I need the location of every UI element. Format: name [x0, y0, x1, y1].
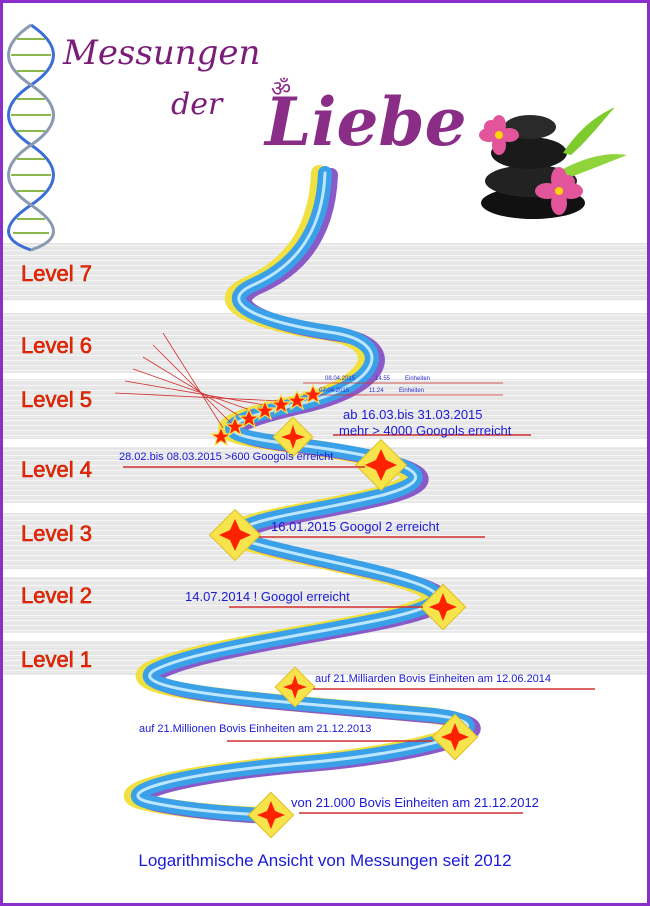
milestone-marker-icon: [354, 438, 408, 492]
om-symbol-icon: ॐ: [271, 77, 292, 102]
note-date-1: 08.04.2015: [325, 376, 356, 382]
star-icon: [301, 383, 325, 405]
note-value-1: 14.55: [375, 376, 391, 382]
level-label-2: Level 2: [21, 583, 93, 609]
band-level-7: [3, 243, 647, 301]
milestone-text-2014-06: auf 21.Milliarden Bovis Einheiten am 12.…: [315, 673, 552, 685]
orchid-flower-icon: [535, 167, 583, 215]
annotation-underlines: [123, 434, 595, 814]
level-label-4: Level 4: [21, 457, 93, 483]
milestone-text-googol-2: 16.01.2015 Googol 2 erreicht: [271, 519, 440, 534]
band-level-1: [3, 641, 647, 675]
title-main: Liebe: [265, 83, 467, 161]
milestone-text-2013: auf 21.Millionen Bovis Einheiten am 21.1…: [139, 723, 372, 735]
star-markers: [209, 383, 325, 447]
milestone-text-googol: 14.07.2014 ! Googol erreicht: [185, 589, 350, 604]
star-icon: [223, 415, 247, 437]
milestone-marker-icon: [274, 666, 316, 708]
milestone-marker-icon: [272, 416, 314, 458]
star-icon: [285, 389, 309, 411]
measurement-fan: [114, 332, 503, 429]
spiral-ribbon: [123, 165, 481, 824]
star-icon: [253, 399, 277, 421]
level-label-5: Level 5: [21, 387, 93, 413]
orchid-flower-icon: [479, 115, 519, 155]
milestone-marker-icon: [419, 583, 467, 631]
note-unit-2: Einheiten: [399, 388, 425, 394]
milestone-marker-icon: [208, 508, 262, 562]
milestone-markers: [208, 416, 479, 839]
artwork: [7, 23, 627, 839]
title-line-1: Messungen: [63, 33, 261, 73]
level-label-1: Level 1: [21, 647, 93, 673]
dna-helix-icon: [7, 23, 55, 252]
milestone-text-4000-googols: mehr > 4000 Googols erreicht: [339, 423, 512, 438]
milestone-text-2012: von 21.000 Bovis Einheiten am 21.12.2012: [291, 795, 539, 810]
title-line-2: der: [171, 87, 223, 122]
note-unit-1: Einheiten: [405, 376, 431, 382]
milestone-marker-icon: [431, 713, 479, 761]
level-label-7: Level 7: [21, 261, 93, 287]
star-icon: [269, 393, 293, 415]
level-label-6: Level 6: [21, 333, 93, 359]
milestone-marker-icon: [247, 791, 295, 839]
milestone-text-range: ab 16.03.bis 31.03.2015: [343, 407, 483, 422]
milestone-text-600-googols: 28.02.bis 08.03.2015 >600 Googols erreic…: [119, 451, 334, 463]
note-date-2: 07.04.2015: [319, 388, 350, 394]
star-icon: [237, 407, 261, 429]
footer-caption: Logarithmische Ansicht von Messungen sei…: [138, 851, 512, 870]
level-label-3: Level 3: [21, 521, 93, 547]
band-level-6: [3, 313, 647, 373]
note-value-2: 11.24: [369, 388, 384, 394]
